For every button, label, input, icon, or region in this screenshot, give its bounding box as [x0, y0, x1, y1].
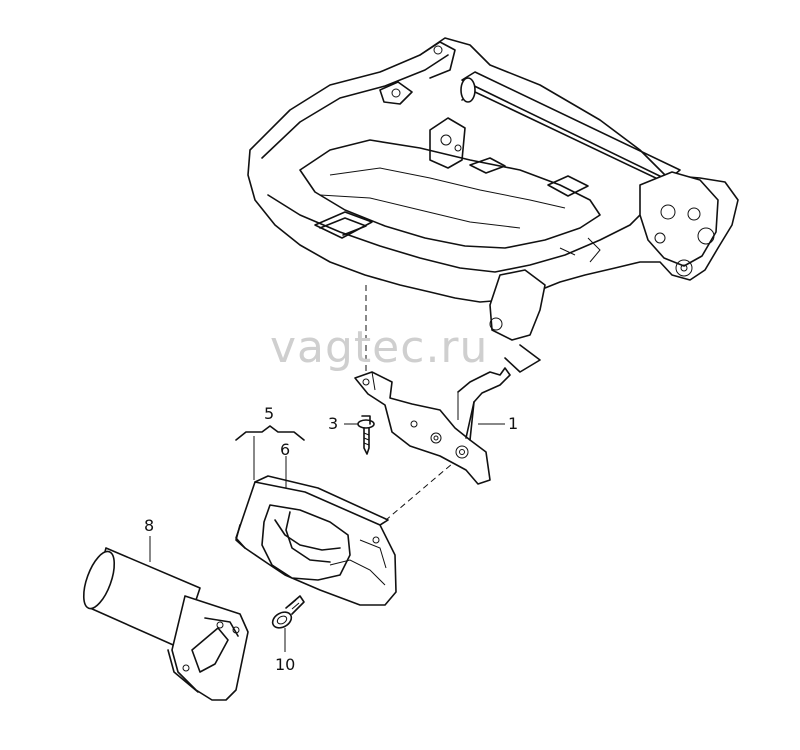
cylinder-drawing — [82, 547, 249, 701]
screw-small-drawing — [357, 415, 375, 455]
housing-drawing — [235, 475, 397, 606]
bracket-drawing — [354, 367, 511, 485]
callout-5: 5 — [264, 404, 275, 423]
bolt-drawing — [271, 595, 305, 629]
callout-8: 8 — [144, 516, 155, 535]
callout-6: 6 — [280, 440, 291, 459]
watermark-text: vagtec.ru — [270, 322, 489, 373]
seat-frame-drawing — [247, 37, 739, 373]
leader-dashed-2 — [385, 451, 467, 521]
callout-10: 10 — [275, 655, 296, 674]
callout-3: 3 — [328, 414, 339, 433]
callout-1: 1 — [508, 414, 519, 433]
brace-5 — [235, 425, 305, 441]
